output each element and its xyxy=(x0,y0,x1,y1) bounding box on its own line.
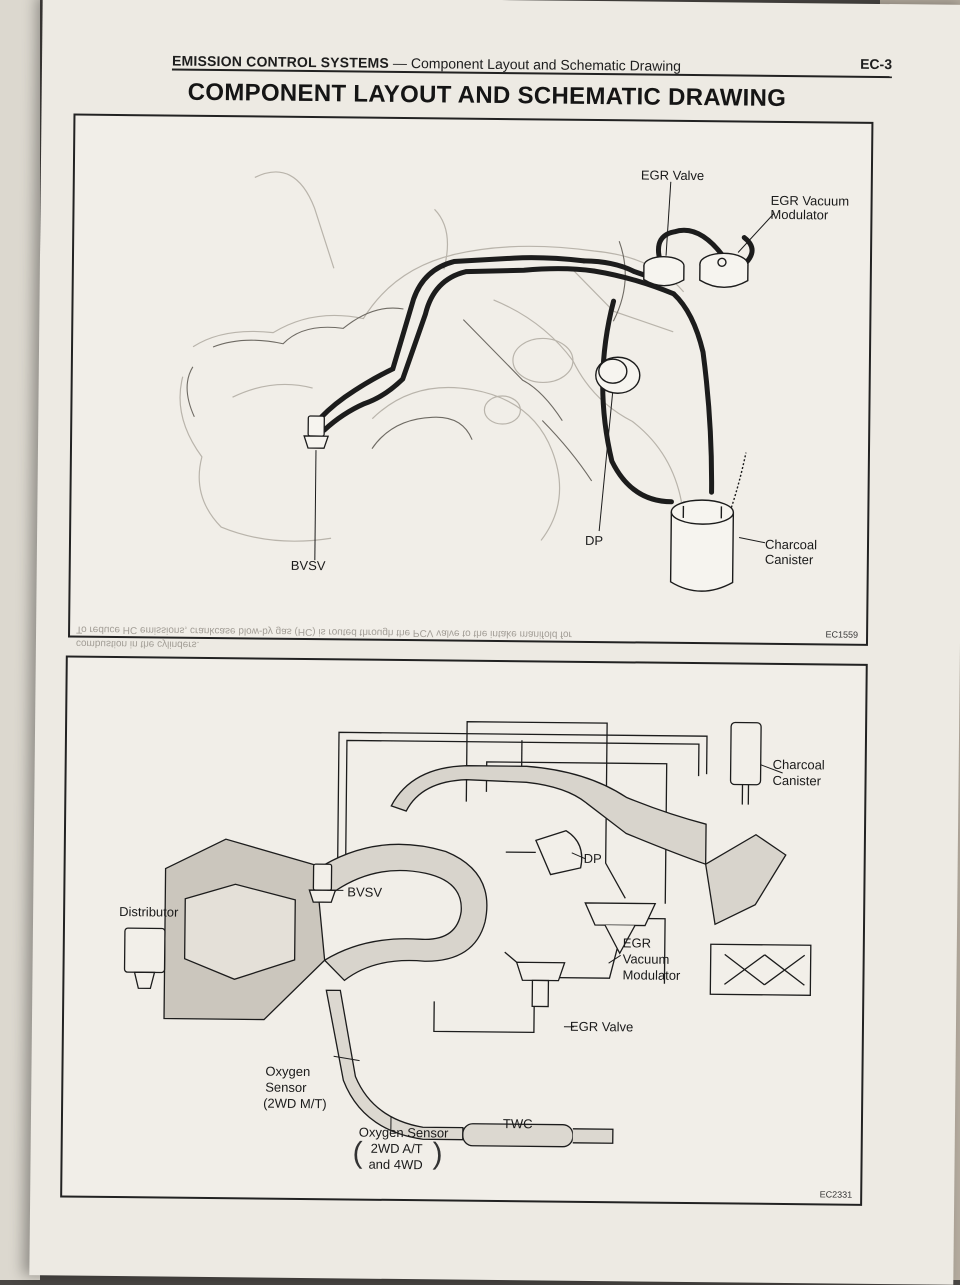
engine-layout-drawing xyxy=(179,171,775,592)
engine-outline xyxy=(186,241,626,482)
component-layout-panel: EGR Valve EGR Vacuum Modulator DP Charco… xyxy=(68,113,874,646)
exhaust-and-twc xyxy=(325,989,614,1148)
schematic-label-oxygen-mt-line2: Sensor xyxy=(265,1079,307,1096)
schematic-callout-lines xyxy=(327,764,783,1131)
schematic-label-oxygen-mt-line3: (2WD M/T) xyxy=(263,1095,327,1112)
schematic-label-oxygen-at-line3: and 4WD xyxy=(368,1156,423,1173)
schematic-dp xyxy=(505,830,583,876)
dp-shape xyxy=(595,356,641,394)
schematic-bvsv xyxy=(308,863,337,903)
air-intake-duct xyxy=(314,765,787,982)
schematic-label-oxygen-mt-line1: Oxygen xyxy=(265,1063,311,1080)
distributor-shape xyxy=(123,927,166,974)
schematic-egr-valve xyxy=(515,961,566,1008)
schematic-label-charcoal-line2: Canister xyxy=(772,772,822,789)
callout-lines xyxy=(314,181,775,561)
bracket-open: ( xyxy=(352,1136,363,1170)
schematic-label-egr-modulator-line2: Vacuum xyxy=(622,951,670,967)
schematic-label-oxygen-at-line2: 2WD A/T xyxy=(370,1140,423,1157)
schematic-label-egr-valve: EGR Valve xyxy=(569,1018,634,1035)
label-bvsv: BVSV xyxy=(290,557,326,574)
charcoal-canister-shape xyxy=(669,452,747,592)
schematic-egr-vacuum-modulator xyxy=(584,902,657,955)
section-subtitle: Component Layout and Schematic Drawing xyxy=(410,55,682,74)
schematic-label-egr-modulator-line1: EGR xyxy=(622,935,652,951)
bracket-close: ) xyxy=(432,1137,443,1171)
header-dash: — xyxy=(392,54,408,72)
bvsv-shape xyxy=(303,415,330,449)
schematic-panel: Charcoal Canister DP BVSV Distributor EG… xyxy=(60,655,868,1206)
schematic-label-charcoal-line1: Charcoal xyxy=(772,756,825,773)
label-charcoal-canister-line1: Charcoal xyxy=(764,536,818,553)
running-header: EMISSION CONTROL SYSTEMS — Component Lay… xyxy=(171,34,893,79)
label-egr-vacuum-modulator-line2: Modulator xyxy=(770,206,829,223)
schematic-label-distributor: Distributor xyxy=(119,904,179,920)
schematic-charcoal-canister xyxy=(729,721,762,805)
page-title: COMPONENT LAYOUT AND SCHEMATIC DRAWING xyxy=(187,78,787,112)
engine-block xyxy=(123,838,326,1021)
schematic-label-twc: TWC xyxy=(502,1116,533,1132)
bleed-through-line2: combustion in the cylinders. xyxy=(75,637,200,650)
schematic-drawing xyxy=(123,721,812,1148)
figure-code-bottom: EC2331 xyxy=(819,1189,853,1200)
egr-valve-shape xyxy=(643,256,685,287)
manual-page: EMISSION CONTROL SYSTEMS — Component Lay… xyxy=(29,0,960,1285)
label-charcoal-canister-line2: Canister xyxy=(764,551,814,568)
air-cleaner xyxy=(709,943,812,996)
label-egr-valve: EGR Valve xyxy=(640,167,705,184)
label-dp: DP xyxy=(584,532,604,549)
page-number: EC-3 xyxy=(860,55,893,73)
schematic-label-bvsv: BVSV xyxy=(347,884,383,900)
egr-vacuum-modulator-shape xyxy=(699,252,749,289)
figure-code-top: EC1559 xyxy=(825,629,859,640)
section-title: EMISSION CONTROL SYSTEMS xyxy=(171,52,390,71)
schematic-label-dp: DP xyxy=(583,850,602,867)
schematic-label-egr-modulator-line3: Modulator xyxy=(622,967,681,983)
vacuum-hoses xyxy=(317,227,755,505)
